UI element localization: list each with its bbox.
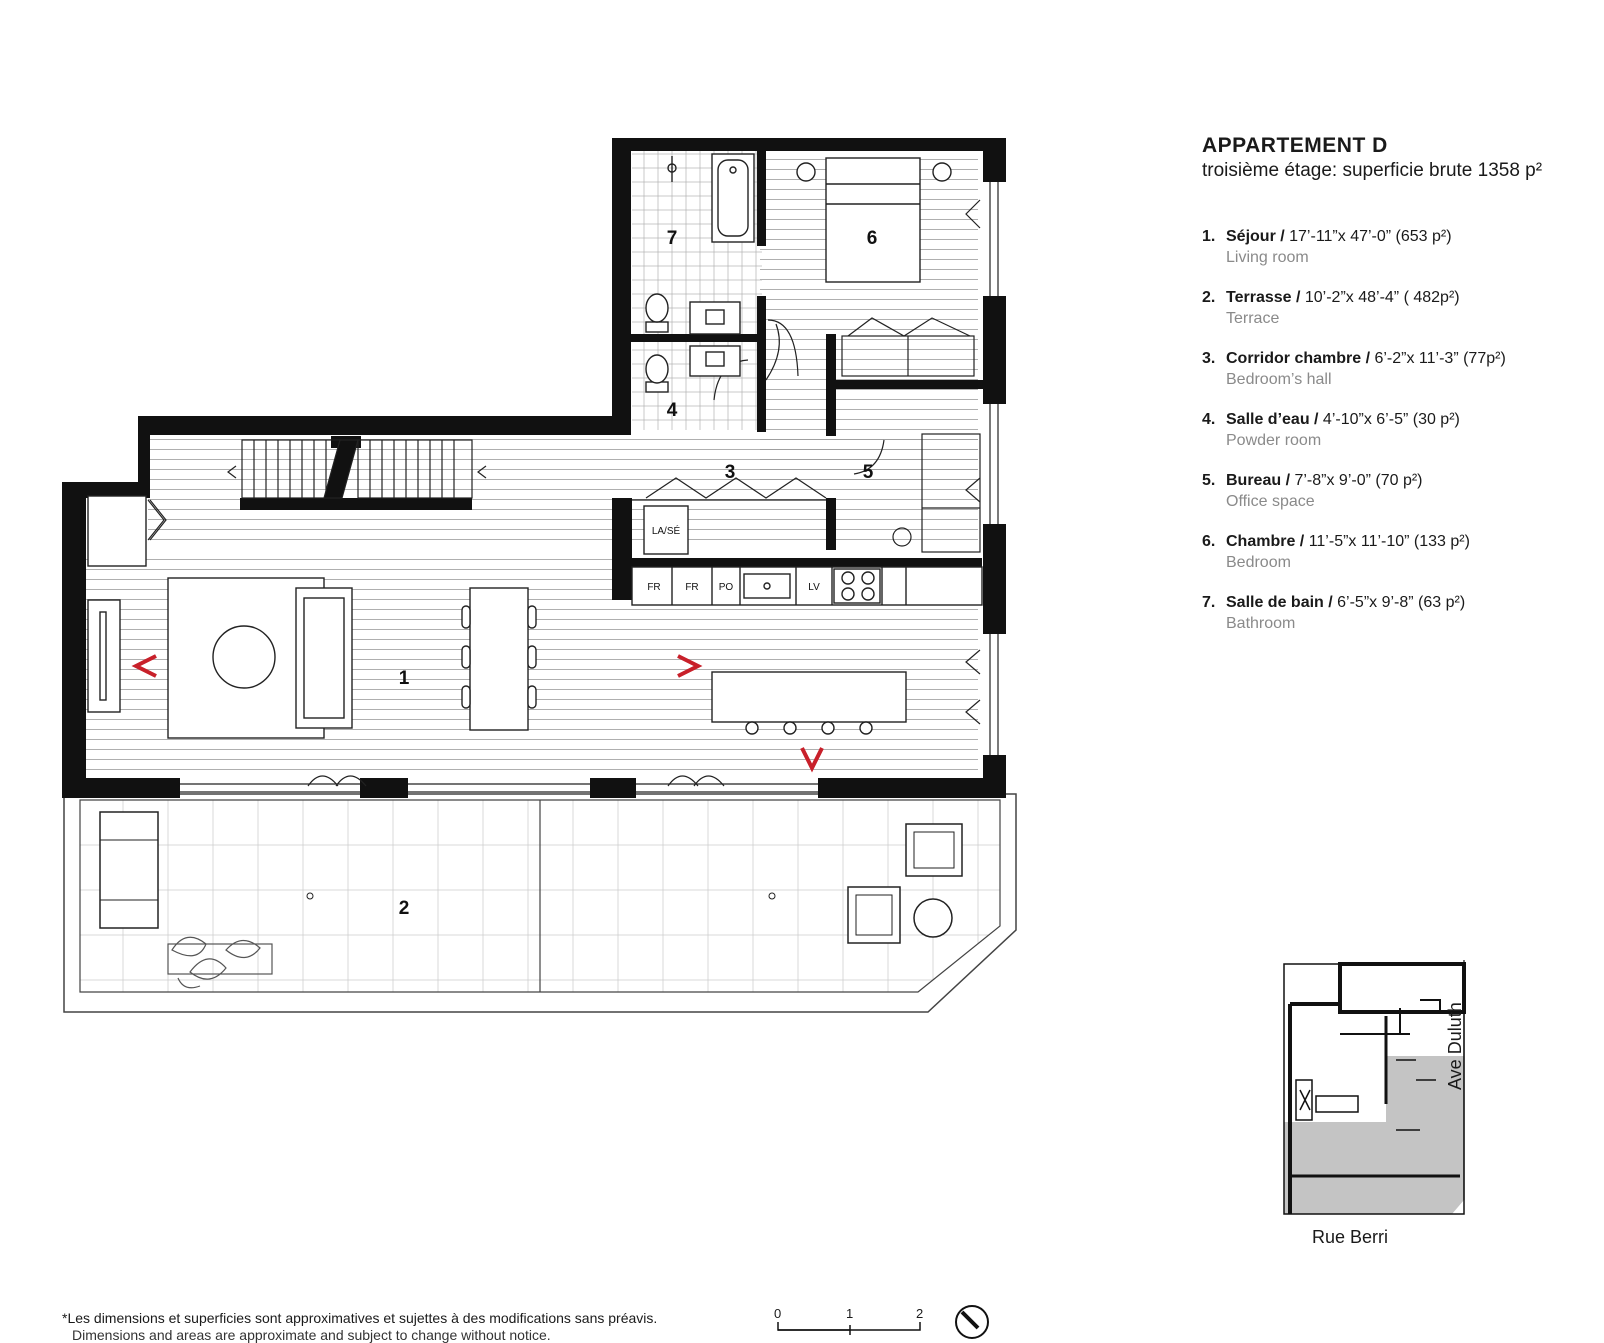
walls	[62, 138, 1006, 798]
terrace-area	[63, 793, 1017, 1013]
legend-dims: 10’-2”x 48’-4” ( 482p²)	[1300, 289, 1460, 306]
legend-name: Terrasse /	[1226, 289, 1301, 306]
legend-number: 1.	[1202, 228, 1216, 245]
north-arrow-icon	[955, 1305, 989, 1339]
legend-dims: 11’-5”x 11’-10” (133 p²)	[1304, 533, 1470, 550]
legend-number: 3.	[1202, 350, 1216, 367]
legend-number: 6.	[1202, 533, 1216, 550]
room-label-7: 7	[667, 228, 678, 249]
legend-name: Chambre /	[1226, 533, 1305, 550]
apartment-subtitle: troisième étage: superficie brute 1358 p…	[1202, 160, 1543, 181]
scale-mark-1: 1	[846, 1306, 854, 1321]
legend-name: Salle de bain /	[1226, 594, 1333, 611]
room-legend: 1. Séjour / 17’-11”x 47’-0” (653 p²) Liv…	[1202, 228, 1592, 655]
legend-dims: 17’-11”x 47’-0” (653 p²)	[1284, 228, 1452, 245]
kitchen-counter	[631, 505, 983, 606]
legend-name: Salle d’eau /	[1226, 411, 1319, 428]
legend-dims: 7’-8”x 9’-0” (70 p²)	[1290, 472, 1423, 489]
scale-mark-2: 2	[916, 1306, 924, 1321]
living-furniture	[87, 495, 907, 739]
legend-number: 5.	[1202, 472, 1216, 489]
legend-number: 4.	[1202, 411, 1216, 428]
legend-item-5: 5. Bureau / 7’-8”x 9’-0” (70 p²) Office …	[1202, 472, 1592, 533]
legend-item-1: 1. Séjour / 17’-11”x 47’-0” (653 p²) Liv…	[1202, 228, 1592, 289]
legend-item-4: 4. Salle d’eau / 4’-10”x 6’-5” (30 p²) P…	[1202, 411, 1592, 472]
legend-name: Séjour /	[1226, 228, 1285, 245]
windows	[180, 182, 999, 793]
legend-dims: 6’-5”x 9’-8” (63 p²)	[1332, 594, 1466, 611]
legend-english: Bedroom	[1226, 554, 1291, 571]
legend-name: Corridor chambre /	[1226, 350, 1371, 367]
legend-dims: 6’-2”x 11’-3” (77p²)	[1370, 350, 1506, 367]
fridge-label-2: FR	[685, 582, 698, 593]
legend-number: 2.	[1202, 289, 1216, 306]
legend-english: Bedroom’s hall	[1226, 371, 1332, 388]
legend-number: 7.	[1202, 594, 1216, 611]
legend-item-6: 6. Chambre / 11’-5”x 11’-10” (133 p²) Be…	[1202, 533, 1592, 594]
legend-english: Terrace	[1226, 310, 1280, 327]
disclaimer-french: *Les dimensions et superficies sont appr…	[62, 1310, 658, 1326]
legend-item-3: 3. Corridor chambre / 6’-2”x 11’-3” (77p…	[1202, 350, 1592, 411]
street-label-east: Ave Duluth	[1445, 1002, 1465, 1090]
legend-english: Living room	[1226, 249, 1309, 266]
key-plan	[1283, 960, 1466, 1215]
planter-icon	[167, 936, 273, 989]
legend-name: Bureau /	[1226, 472, 1291, 489]
room-label-2: 2	[399, 898, 410, 919]
room-label-6: 6	[867, 228, 878, 249]
legend-dims: 4’-10”x 6’-5” (30 p²)	[1318, 411, 1460, 428]
scale-bar	[777, 1322, 921, 1335]
closets	[147, 199, 981, 787]
dishwasher-label: LV	[808, 582, 820, 593]
legend-english: Office space	[1226, 493, 1315, 510]
disclaimer-english: Dimensions and areas are approximate and…	[72, 1327, 551, 1343]
bathroom-fixtures	[645, 153, 755, 393]
legend-item-7: 7. Salle de bain / 6’-5”x 9’-8” (63 p²) …	[1202, 594, 1592, 655]
room-label-5: 5	[863, 462, 874, 483]
street-label-south: Rue Berri	[1312, 1227, 1389, 1247]
legend-english: Bathroom	[1226, 615, 1296, 632]
staircase	[241, 439, 473, 499]
pantry-label: PO	[719, 582, 734, 593]
legend-item-2: 2. Terrasse / 10’-2”x 48’-4” ( 482p²) Te…	[1202, 289, 1592, 350]
apartment-title: APPARTEMENT D	[1202, 134, 1388, 157]
bed	[796, 157, 952, 283]
room-label-1: 1	[399, 668, 410, 689]
legend-english: Powder room	[1226, 432, 1322, 449]
fridge-label-1: FR	[647, 582, 660, 593]
scale-mark-0: 0	[774, 1306, 782, 1321]
room-label-3: 3	[725, 462, 736, 483]
view-arrows	[131, 654, 824, 773]
room-label-4: 4	[667, 400, 678, 421]
laundry-label: LA/SÉ	[652, 524, 681, 537]
